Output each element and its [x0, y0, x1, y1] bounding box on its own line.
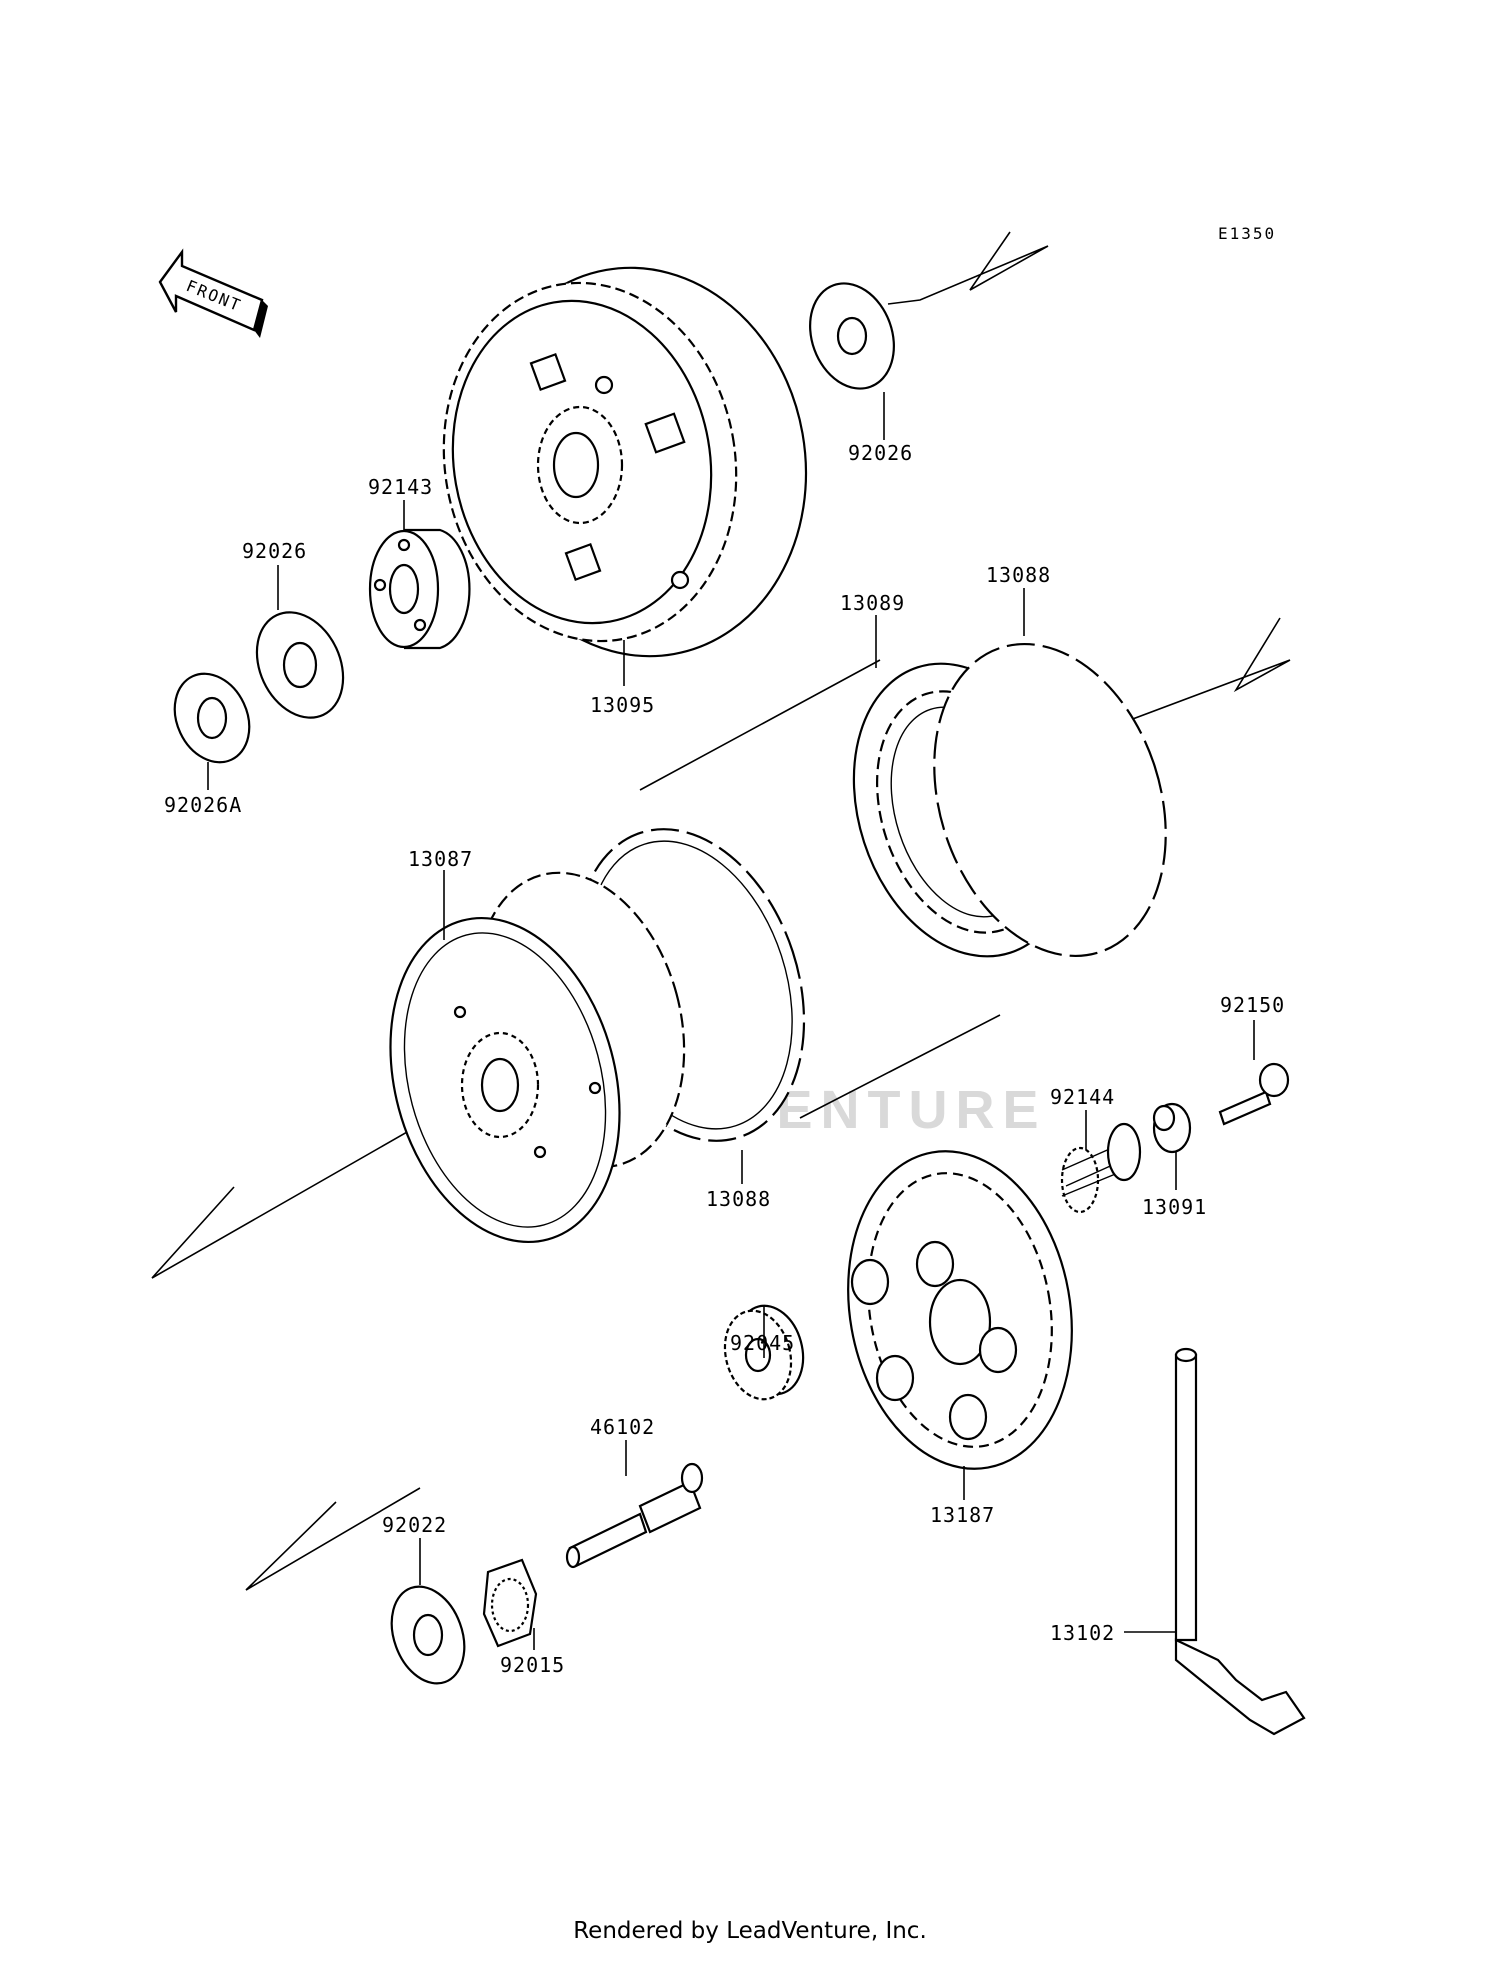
- label-13095: 13095: [590, 693, 655, 717]
- label-13088-top: 13088: [986, 563, 1051, 587]
- clutch-housing-13095: [442, 266, 808, 658]
- front-arrow-icon: FRONT: [158, 248, 268, 338]
- bolt-92150: [1218, 1062, 1290, 1126]
- label-13087: 13087: [408, 847, 473, 871]
- label-92026A: 92026A: [164, 793, 242, 817]
- label-13102: 13102: [1050, 1621, 1115, 1645]
- spring-92144: [1060, 1122, 1142, 1214]
- label-13089: 13089: [840, 591, 905, 615]
- collar-13091: [1152, 1102, 1192, 1154]
- bearing-92045: [723, 1304, 805, 1401]
- washer-92026A: [173, 672, 251, 764]
- washer-92026-left: [255, 611, 345, 719]
- label-92015: 92015: [500, 1653, 565, 1677]
- label-92045: 92045: [730, 1331, 795, 1355]
- nut-92015: [482, 1558, 538, 1648]
- release-shaft-13102: [1174, 1347, 1306, 1736]
- diagram-code: E1350: [1218, 224, 1276, 243]
- clutch-hub-13087: [389, 871, 686, 1244]
- label-13088-bottom: 13088: [706, 1187, 771, 1211]
- footer-credit: Rendered by LeadVenture, Inc.: [573, 1918, 927, 1944]
- label-13187: 13187: [930, 1503, 995, 1527]
- label-92150: 92150: [1220, 993, 1285, 1017]
- label-92026-top: 92026: [848, 441, 913, 465]
- label-92026-left: 92026: [242, 539, 307, 563]
- washer-92022: [390, 1585, 466, 1685]
- label-13091: 13091: [1142, 1195, 1207, 1219]
- pressure-plate-13187: [847, 1150, 1073, 1470]
- label-92022: 92022: [382, 1513, 447, 1537]
- label-92143: 92143: [368, 475, 433, 499]
- bearing-92143: [368, 528, 471, 650]
- axis-lines: [151, 231, 1291, 1591]
- part-labels: 92026 92143 92026 13095 92026A 13089 130…: [164, 441, 1285, 1677]
- label-92144: 92144: [1050, 1085, 1115, 1109]
- leader-lines: [207, 392, 1255, 1650]
- friction-plate-13088-top: [933, 642, 1167, 958]
- label-46102: 46102: [590, 1415, 655, 1439]
- push-rod-46102: [565, 1462, 704, 1569]
- washer-92026-top: [809, 282, 895, 390]
